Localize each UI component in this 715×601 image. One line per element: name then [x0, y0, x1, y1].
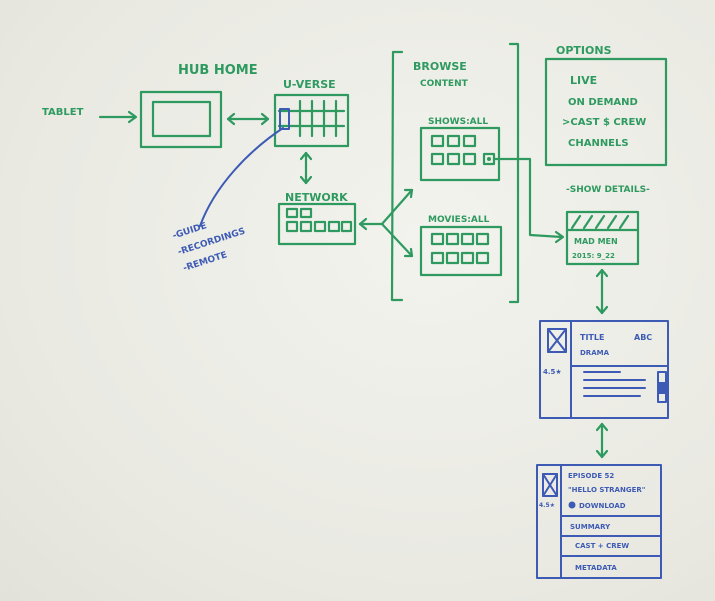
- show-details-title: -SHOW DETAILS-: [566, 185, 650, 195]
- network-tile: [327, 220, 341, 233]
- detail-genre: DRAMA: [580, 349, 610, 357]
- episode-rating: 4.5★: [539, 502, 555, 509]
- show-date: 2015: 9_22: [572, 252, 615, 260]
- movie-tile: [460, 232, 475, 246]
- network-tile: [299, 220, 313, 233]
- hub-home-screen: [151, 100, 212, 138]
- network-tile: [285, 207, 299, 219]
- details-arrowhead-down: [595, 305, 609, 315]
- shows-to-details-arrowhead: [554, 230, 565, 244]
- network-box: [277, 202, 357, 246]
- network-arrowhead-left: [358, 217, 368, 231]
- poster-placeholder: [547, 328, 567, 353]
- movies-all-title: MOVIES:ALL: [428, 215, 490, 225]
- browse-bracket-right: [508, 42, 520, 304]
- show-name: MAD MEN: [574, 237, 618, 246]
- download-icon[interactable]: [568, 501, 576, 509]
- poster-cross: [547, 328, 567, 353]
- u-verse-box: [273, 93, 350, 148]
- shows-to-details-connector: [492, 157, 564, 239]
- episode-screen: [536, 464, 662, 579]
- uverse-network-arrowhead-down: [299, 175, 313, 185]
- episode-poster-placeholder: [542, 473, 558, 497]
- guide-item: -GUIDE: [171, 221, 208, 241]
- show-tile: [430, 152, 445, 166]
- guide-pointer-curve: [199, 127, 284, 227]
- cast-crew-label[interactable]: CAST + CREW: [575, 542, 629, 550]
- show-details-hatch: [582, 214, 594, 230]
- guide-list: -GUIDE -RECORDINGS -REMOTE: [171, 221, 246, 274]
- u-verse-title: U-VERSE: [283, 78, 336, 91]
- options-box: [544, 57, 668, 167]
- network-to-shows-arrow: [358, 188, 414, 226]
- shows-all-title: SHOWS:ALL: [428, 117, 488, 127]
- hub-uverse-arrowhead-left: [226, 112, 236, 126]
- network-to-shows-arrowhead: [403, 188, 414, 199]
- detail-scrollbar: [657, 371, 667, 403]
- detail-scrollbar-thumb: [659, 382, 665, 394]
- u-verse-highlight-box: [279, 108, 290, 130]
- network-tile: [313, 220, 327, 233]
- metadata-label[interactable]: METADATA: [575, 564, 617, 572]
- show-details-hatch: [594, 214, 606, 230]
- show-tile: [462, 134, 477, 148]
- network-title: NETWORK: [285, 191, 348, 204]
- detail-channel: ABC: [634, 333, 652, 342]
- episode-arrowhead-up: [595, 422, 609, 432]
- movie-tile: [460, 251, 475, 265]
- detail-title: TITLE: [580, 333, 604, 342]
- details-arrowhead-up: [595, 268, 609, 278]
- browse-title: BROWSE: [413, 60, 467, 73]
- network-tile: [285, 220, 299, 233]
- network-tile: [340, 220, 353, 233]
- network-tile: [299, 207, 313, 219]
- browse-subtitle: CONTENT: [420, 79, 469, 89]
- show-tile: [462, 152, 477, 166]
- episode-number: EPISODE 52: [568, 472, 614, 480]
- movie-tile: [445, 232, 460, 246]
- movie-tile: [445, 251, 460, 265]
- detail-screen: [539, 320, 669, 419]
- hub-uverse-arrowhead-right: [260, 112, 270, 126]
- options-title: OPTIONS: [556, 44, 612, 57]
- shows-box: [419, 126, 501, 182]
- detail-rating: 4.5★: [543, 368, 562, 376]
- episode-arrowhead-down: [595, 449, 609, 459]
- browse-bracket-left: [390, 50, 404, 302]
- show-tile-dot: [487, 157, 491, 161]
- download-label[interactable]: DOWNLOAD: [579, 502, 626, 510]
- option-item: LIVE: [570, 74, 597, 87]
- summary-label[interactable]: SUMMARY: [570, 523, 611, 531]
- option-item: >CAST $ CREW: [562, 117, 646, 128]
- movie-tile: [475, 232, 490, 246]
- option-item: CHANNELS: [568, 138, 629, 149]
- episode-poster-cross: [542, 473, 558, 497]
- tablet-label: TABLET: [42, 107, 84, 118]
- network-to-movies-arrowhead: [403, 247, 414, 258]
- tablet-arrowhead: [127, 110, 138, 124]
- show-details-hatch: [606, 214, 618, 230]
- hub-home-title: HUB HOME: [178, 63, 258, 78]
- show-tile: [446, 134, 461, 148]
- show-tile: [430, 134, 445, 148]
- movies-box: [419, 225, 503, 277]
- show-details-hatch: [618, 214, 630, 230]
- hub-home-box: [139, 90, 223, 149]
- movie-tile: [430, 251, 445, 265]
- episode-name: "HELLO STRANGER": [568, 486, 645, 494]
- uverse-network-arrowhead-up: [299, 151, 313, 161]
- option-item: ON DEMAND: [568, 97, 638, 108]
- show-details-hatch: [570, 214, 582, 230]
- show-details-card: [565, 210, 640, 266]
- show-tile: [446, 152, 461, 166]
- network-to-movies-arrow: [380, 222, 414, 258]
- movie-tile: [475, 251, 490, 265]
- movie-tile: [430, 232, 445, 246]
